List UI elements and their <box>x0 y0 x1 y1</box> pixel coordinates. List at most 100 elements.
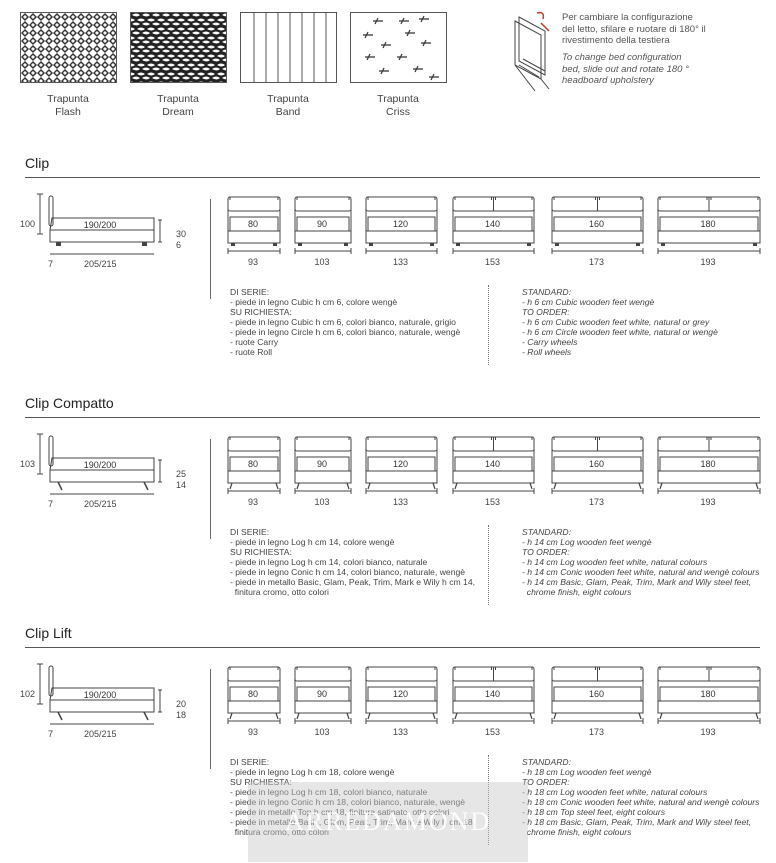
side-view-drawing <box>37 663 162 725</box>
bed-size-label: 120 <box>392 219 409 229</box>
mattress-size: 190/200 <box>83 690 117 700</box>
bed-size-label: 140 <box>484 219 501 229</box>
bed-front-view-80 <box>227 436 281 494</box>
bed-length: 205/215 <box>84 259 117 269</box>
bed-front-view-90 <box>294 666 352 724</box>
leg-height: 18 <box>176 710 187 720</box>
bed-front-view-140 <box>452 196 535 254</box>
spec-line: - piede in legno Log h cm 14, colori bia… <box>230 557 428 567</box>
leg-height: 6 <box>176 240 182 250</box>
criss-pattern <box>363 15 439 81</box>
watermark: ARREDAMOND <box>248 782 528 862</box>
spec-line: - h 18 cm Basic, Glam, Peak, Trim, Mark … <box>522 817 751 827</box>
bed-size-label: 90 <box>316 219 327 229</box>
spec-line: - ruote Carry <box>230 337 279 347</box>
spec-line: chrome finish, eight colours <box>522 827 632 837</box>
bed-front-view-180 <box>657 436 761 494</box>
bed-width-label: 93 <box>247 727 258 737</box>
bed-front-view-160 <box>551 436 644 494</box>
bed-front-view-160 <box>551 196 644 254</box>
bed-width-label: 173 <box>588 497 605 507</box>
headboard-rotate-icon <box>514 11 550 92</box>
bed-front-view-80 <box>227 666 281 724</box>
spec-line: finitura cromo, otto colori <box>230 827 329 837</box>
spec-line: TO ORDER: <box>522 777 570 787</box>
spec-line: SU RICHIESTA: <box>230 547 292 557</box>
bed-size-label: 120 <box>392 459 409 469</box>
headboard-depth: 7 <box>48 499 54 509</box>
spec-line: TO ORDER: <box>522 307 570 317</box>
section-divider <box>25 647 760 648</box>
swatch-dream <box>130 12 227 83</box>
spec-english: STANDARD:- h 14 cm Log wooden feet wengè… <box>522 527 759 597</box>
bed-width-label: 103 <box>314 497 330 507</box>
bed-size-label: 80 <box>247 459 258 469</box>
spec-line: - h 6 cm Cubic wooden feet wengè <box>522 297 655 307</box>
spec-line: - ruote Roll <box>230 347 273 357</box>
spec-line: finitura cromo, otto colori <box>230 587 329 597</box>
bed-width-label: 103 <box>314 727 330 737</box>
mattress-size: 190/200 <box>83 220 117 230</box>
spec-line: - h 6 cm Cubic wooden feet white, natura… <box>522 317 710 327</box>
bed-front-view-120 <box>365 196 438 254</box>
mattress-size: 190/200 <box>83 460 117 470</box>
bed-front-view-160 <box>551 666 644 724</box>
spec-line: - piede in metallo Basic, Glam, Peak, Tr… <box>230 817 475 827</box>
spec-line: - piede in legno Conic h cm 18, colori b… <box>230 797 466 807</box>
bed-width-label: 133 <box>392 497 409 507</box>
spec-line: - h 18 cm Log wooden feet wengè <box>522 767 652 777</box>
bed-front-view-140 <box>452 436 535 494</box>
bed-front-view-90 <box>294 196 352 254</box>
bed-width-label: 153 <box>484 727 501 737</box>
spec-line: - h 18 cm Top steel feet, eight colours <box>522 807 665 817</box>
spec-divider <box>488 525 489 605</box>
bed-front-view-180 <box>657 666 761 724</box>
bed-size-label: 80 <box>247 219 258 229</box>
swatch-criss <box>350 12 447 83</box>
spec-english: STANDARD:- h 6 cm Cubic wooden feet weng… <box>522 287 718 357</box>
spec-line: - piede in legno Cubic h cm 6, colore we… <box>230 297 398 307</box>
spec-line: - h 6 cm Circle wooden feet white, natur… <box>522 327 718 337</box>
bed-width-label: 93 <box>247 497 258 507</box>
bed-length: 205/215 <box>84 499 117 509</box>
spec-italian: DI SERIE:- piede in legno Cubic h cm 6, … <box>230 287 460 357</box>
bed-width-label: 93 <box>247 257 258 267</box>
spec-line: DI SERIE: <box>230 527 270 537</box>
spec-line: DI SERIE: <box>230 287 270 297</box>
spec-line: - piede in legno Cubic h cm 6, colori bi… <box>230 317 456 327</box>
bed-front-view-90 <box>294 436 352 494</box>
spec-line: - piede in legno Circle h cm 6, colori b… <box>230 327 461 337</box>
bed-size-label: 90 <box>316 689 327 699</box>
spec-english: STANDARD:- h 18 cm Log wooden feet wengè… <box>522 757 759 837</box>
leg-height: 14 <box>176 480 187 490</box>
bed-width-label: 193 <box>700 497 716 507</box>
spec-line: DI SERIE: <box>230 757 270 767</box>
spec-line: SU RICHIESTA: <box>230 307 292 317</box>
spec-line: - h 14 cm Log wooden feet wengè <box>522 537 652 547</box>
spec-line: - h 18 cm Log wooden feet white, natural… <box>522 787 708 797</box>
swatch-flash <box>20 12 117 83</box>
headboard-depth: 7 <box>48 259 54 269</box>
spec-line: - h 14 cm Log wooden feet white, natural… <box>522 557 708 567</box>
section-divider <box>25 417 760 418</box>
spec-line: - h 18 cm Conic wooden feet white, natur… <box>522 797 760 807</box>
section-vertical-divider <box>210 199 211 299</box>
bed-size-label: 180 <box>700 219 716 229</box>
bed-size-label: 160 <box>588 689 605 699</box>
bed-size-label: 180 <box>700 689 716 699</box>
bed-width-label: 153 <box>484 257 501 267</box>
bed-size-label: 80 <box>247 689 258 699</box>
headboard-depth: 7 <box>48 729 54 739</box>
spec-line: TO ORDER: <box>522 547 570 557</box>
spec-italian: DI SERIE:- piede in legno Log h cm 18, c… <box>230 757 475 837</box>
spec-line: STANDARD: <box>522 757 572 767</box>
spec-line: - piede in legno Conic h cm 14, colori b… <box>230 567 466 577</box>
bed-size-label: 90 <box>316 459 327 469</box>
bed-front-view-120 <box>365 666 438 724</box>
spec-line: - piede in metallo Basic, Glam, Peak, Tr… <box>230 577 475 587</box>
top-height: 25 <box>176 469 187 479</box>
bed-width-label: 133 <box>392 727 409 737</box>
